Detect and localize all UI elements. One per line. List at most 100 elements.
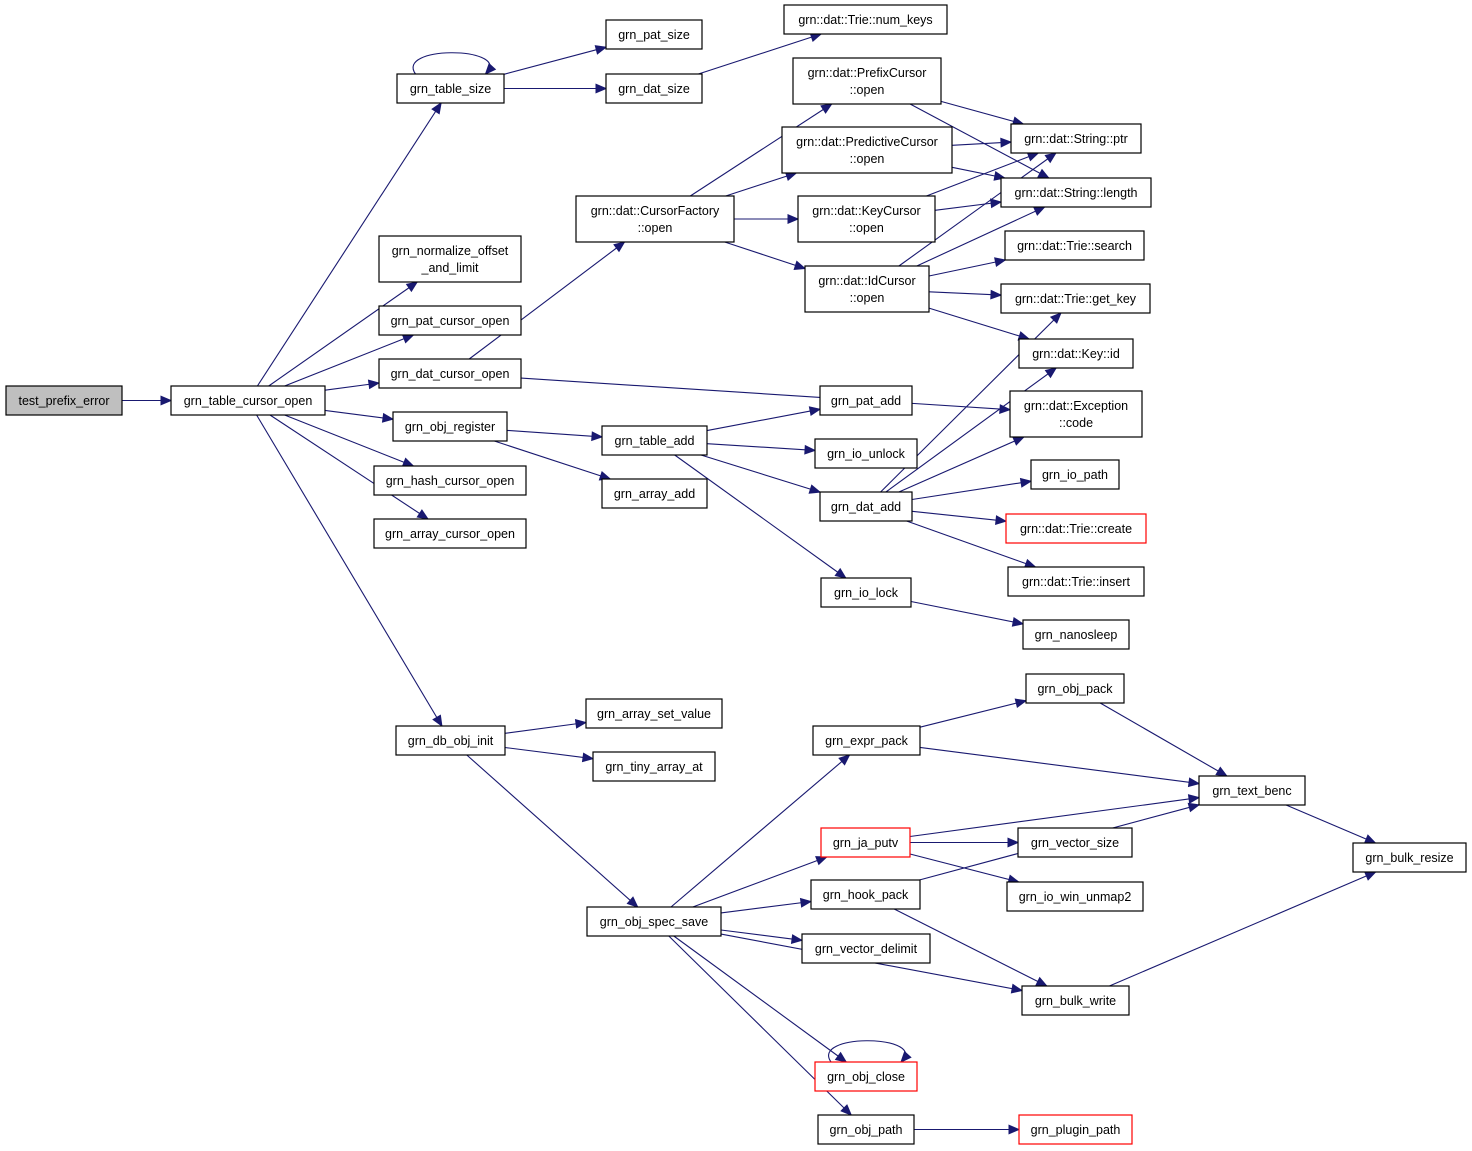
node-grn-vector-size[interactable]: grn_vector_size: [1017, 827, 1133, 858]
edge-grn_expr_pack-to-grn_text_benc: [919, 746, 1200, 785]
node-box: [395, 725, 506, 756]
node-grn-io-path[interactable]: grn_io_path: [1030, 459, 1120, 490]
node-grn-bulk-resize[interactable]: grn_bulk_resize: [1352, 842, 1467, 873]
node-grn-db-obj-init[interactable]: grn_db_obj_init: [395, 725, 506, 756]
node-grn-obj-path[interactable]: grn_obj_path: [817, 1114, 915, 1145]
node-box: [804, 265, 930, 313]
node-grn-plugin-path[interactable]: grn_plugin_path: [1018, 1114, 1133, 1145]
node-box: [592, 751, 716, 782]
node-grn-hook-pack[interactable]: grn_hook_pack: [810, 879, 921, 910]
node-label: grn::dat::Trie::create: [1020, 522, 1132, 536]
node-box: [1025, 673, 1125, 704]
node-trie-num-keys[interactable]: grn::dat::Trie::num_keys: [783, 4, 948, 35]
node-exception-code[interactable]: grn::dat::Exception::code: [1009, 390, 1143, 438]
edge-idcursor_open-to-trie_get_key-arrowhead: [990, 289, 1003, 300]
node-grn-pat-add[interactable]: grn_pat_add: [819, 385, 913, 416]
node-grn-obj-register[interactable]: grn_obj_register: [392, 411, 508, 442]
node-grn-pat-size[interactable]: grn_pat_size: [605, 19, 703, 50]
node-trie-search[interactable]: grn::dat::Trie::search: [1004, 230, 1145, 261]
edge-grn_obj_spec_save-to-grn_ja_putv: [692, 856, 827, 908]
edge-grn_table_cursor_open-to-grn_normalize_offset_and_limit: [268, 281, 418, 387]
node-box: [373, 518, 527, 549]
node-grn-ja-putv[interactable]: grn_ja_putv: [820, 827, 911, 858]
node-cursorfactory-open[interactable]: grn::dat::CursorFactory::open: [575, 195, 735, 243]
node-grn-table-cursor-open[interactable]: grn_table_cursor_open: [170, 385, 326, 416]
node-prefixcursor-open[interactable]: grn::dat::PrefixCursor::open: [792, 57, 942, 105]
edge-grn_table_add-to-grn_io_lock: [674, 454, 847, 579]
node-box: [1006, 881, 1144, 912]
node-grn-obj-spec-save[interactable]: grn_obj_spec_save: [586, 906, 722, 937]
edge-grn_bulk_write-to-grn_bulk_resize: [1109, 871, 1376, 987]
edge-grn_text_benc-to-grn_bulk_resize: [1285, 804, 1376, 844]
node-grn-dat-size[interactable]: grn_dat_size: [605, 73, 703, 104]
edge-grn_table_cursor_open-to-grn_hash_cursor_open-arrowhead: [401, 457, 415, 467]
node-grn-tiny-array-at[interactable]: grn_tiny_array_at: [592, 751, 716, 782]
node-grn-nanosleep[interactable]: grn_nanosleep: [1022, 619, 1130, 650]
node-box: [1017, 827, 1133, 858]
node-grn-vector-delimit[interactable]: grn_vector_delimit: [801, 933, 931, 964]
node-trie-get-key[interactable]: grn::dat::Trie::get_key: [1000, 283, 1151, 314]
node-grn-bulk-write[interactable]: grn_bulk_write: [1021, 985, 1130, 1016]
node-label: grn_nanosleep: [1035, 628, 1118, 642]
node-grn-array-add[interactable]: grn_array_add: [601, 478, 708, 509]
node-grn-dat-add[interactable]: grn_dat_add: [819, 491, 913, 522]
node-box: [1198, 775, 1306, 806]
node-grn-table-size[interactable]: grn_table_size: [396, 73, 505, 104]
edge-grn_obj_spec_save-to-grn_hook_pack: [720, 900, 812, 914]
node-label: grn_plugin_path: [1031, 1123, 1121, 1137]
node-predictivecursor-open[interactable]: grn::dat::PredictiveCursor::open: [781, 126, 953, 174]
node-label: grn_obj_register: [405, 420, 495, 434]
node-label: ::open: [849, 221, 884, 235]
node-string-length[interactable]: grn::dat::String::length: [1000, 177, 1152, 208]
node-label: ::open: [850, 291, 885, 305]
node-grn-io-lock[interactable]: grn_io_lock: [820, 577, 912, 608]
node-grn-normalize-offset-and-limit[interactable]: grn_normalize_offset_and_limit: [378, 235, 522, 283]
node-box: [392, 411, 508, 442]
node-label: grn_dat_cursor_open: [391, 367, 510, 381]
node-box: [378, 235, 522, 283]
edge-grn_dat_cursor_open-to-exception_code-arrowhead: [999, 404, 1012, 415]
node-box: [601, 425, 708, 456]
node-idcursor-open[interactable]: grn::dat::IdCursor::open: [804, 265, 930, 313]
edge-grn_obj_path-to-grn_plugin_path-arrowhead: [1008, 1124, 1021, 1135]
edge-keycursor_open-to-string_length: [934, 201, 1002, 211]
node-box: [1030, 459, 1120, 490]
node-grn-hash-cursor-open[interactable]: grn_hash_cursor_open: [373, 465, 527, 496]
edge-grn_dat_add-to-trie_create-arrowhead: [995, 515, 1008, 525]
node-grn-obj-pack[interactable]: grn_obj_pack: [1025, 673, 1125, 704]
node-grn-expr-pack[interactable]: grn_expr_pack: [812, 725, 921, 756]
node-label: grn::dat::Trie::get_key: [1015, 292, 1137, 306]
node-grn-array-set-value[interactable]: grn_array_set_value: [585, 698, 723, 729]
node-grn-obj-close[interactable]: grn_obj_close: [814, 1061, 918, 1092]
node-box: [810, 879, 921, 910]
node-grn-dat-cursor-open[interactable]: grn_dat_cursor_open: [378, 358, 522, 389]
node-grn-text-benc[interactable]: grn_text_benc: [1198, 775, 1306, 806]
edge-grn_db_obj_init-to-grn_tiny_array_at: [504, 746, 594, 760]
node-trie-insert[interactable]: grn::dat::Trie::insert: [1007, 566, 1145, 597]
node-grn-table-add[interactable]: grn_table_add: [601, 425, 708, 456]
node-grn-io-win-unmap2[interactable]: grn_io_win_unmap2: [1006, 881, 1144, 912]
node-label: grn_bulk_write: [1035, 994, 1116, 1008]
edge-grn_db_obj_init-to-grn_array_set_value-arrowhead: [574, 719, 588, 729]
edge-grn_table_size-to-grn_table_size: [412, 52, 491, 75]
node-trie-create[interactable]: grn::dat::Trie::create: [1005, 513, 1147, 544]
node-grn-pat-cursor-open[interactable]: grn_pat_cursor_open: [378, 305, 522, 336]
edge-grn_io_lock-to-grn_nanosleep-arrowhead: [1011, 616, 1025, 627]
edge-grn_table_add-to-grn_io_unlock-arrowhead: [804, 444, 817, 455]
node-label: grn_io_win_unmap2: [1019, 890, 1132, 904]
node-keycursor-open[interactable]: grn::dat::KeyCursor::open: [797, 195, 936, 243]
node-label: grn_io_unlock: [827, 447, 906, 461]
edge-grn_dat_add-to-exception_code-arrowhead: [1012, 436, 1025, 446]
node-string-ptr[interactable]: grn::dat::String::ptr: [1010, 123, 1142, 154]
node-grn-io-unlock[interactable]: grn_io_unlock: [814, 438, 918, 469]
node-test-prefix-error[interactable]: test_prefix_error: [5, 385, 123, 416]
node-key-id[interactable]: grn::dat::Key::id: [1018, 338, 1134, 369]
edge-cursorfactory_open-to-prefixcursor_open: [690, 103, 832, 197]
edge-grn_table_size-to-grn_dat_size-arrowhead: [595, 83, 608, 94]
node-label: grn::dat::Trie::insert: [1022, 575, 1130, 589]
node-label: grn_dat_size: [618, 82, 690, 96]
edge-grn_obj_spec_save-to-grn_vector_delimit-arrowhead: [790, 934, 804, 944]
node-box: [1000, 283, 1151, 314]
node-grn-array-cursor-open[interactable]: grn_array_cursor_open: [373, 518, 527, 549]
node-label: grn::dat::String::ptr: [1024, 132, 1128, 146]
